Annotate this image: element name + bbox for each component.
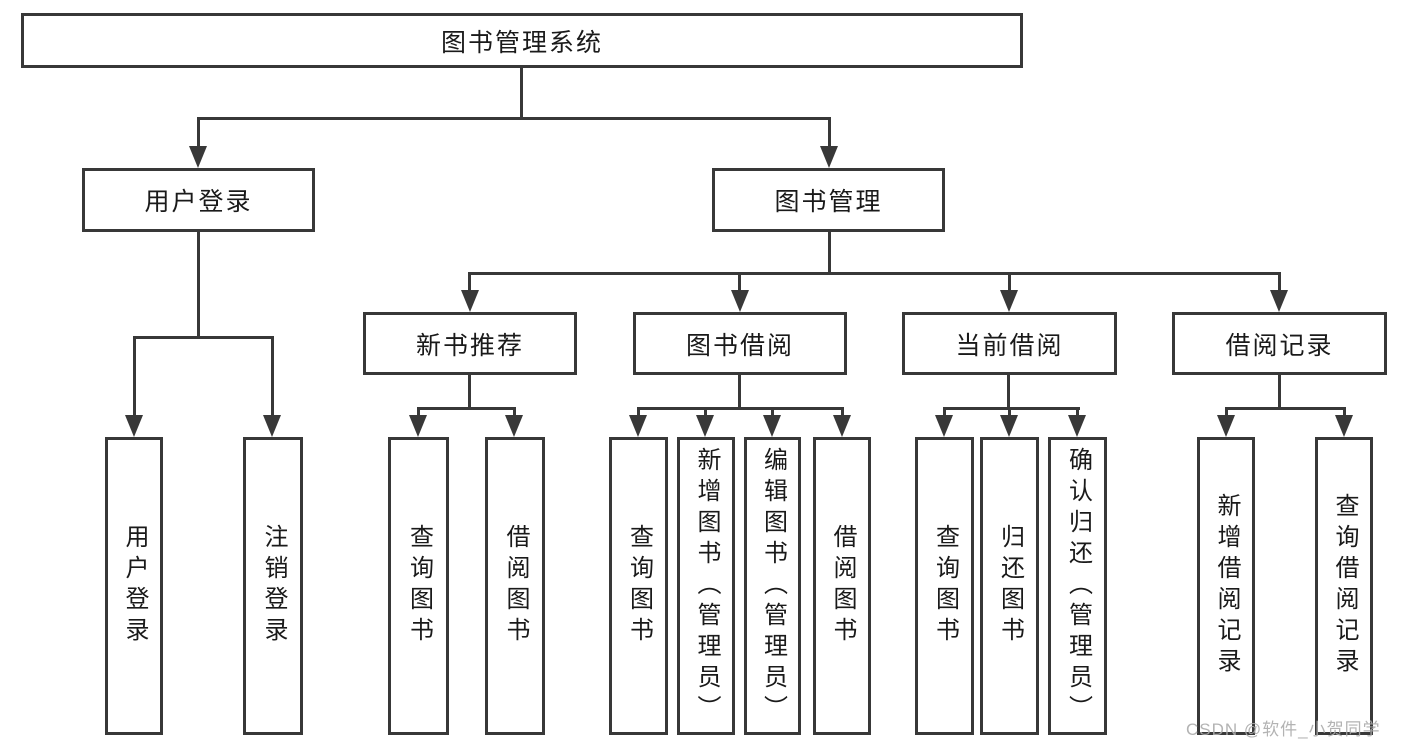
- leaf-query-books-recommend: 查询图书: [388, 437, 449, 735]
- connector-line: [771, 407, 774, 419]
- connector-line: [943, 407, 946, 419]
- node-book-borrowing: 图书借阅: [633, 312, 847, 375]
- leaf-label: 查询图书: [931, 524, 959, 648]
- arrowhead-down-icon: [629, 415, 647, 437]
- connector-line: [1008, 407, 1011, 419]
- connector-line: [1278, 375, 1281, 409]
- connector-line: [1225, 407, 1345, 410]
- leaf-edit-books-admin: 编辑图书（管理员）: [744, 437, 801, 735]
- arrowhead-down-icon: [1270, 290, 1288, 312]
- arrowhead-down-icon: [461, 290, 479, 312]
- connector-line: [133, 336, 274, 339]
- arrowhead-down-icon: [1217, 415, 1235, 437]
- connector-line: [197, 232, 200, 338]
- node-current-borrowing: 当前借阅: [902, 312, 1117, 375]
- leaf-return-books: 归还图书: [980, 437, 1039, 735]
- arrowhead-down-icon: [263, 415, 281, 437]
- arrowhead-down-icon: [125, 415, 143, 437]
- node-label: 借阅记录: [1225, 331, 1334, 360]
- leaf-label: 确认归还（管理员）: [1064, 446, 1092, 726]
- arrowhead-down-icon: [763, 415, 781, 437]
- node-label: 图书借阅: [685, 331, 794, 360]
- connector-line: [828, 117, 831, 150]
- arrowhead-down-icon: [820, 146, 838, 168]
- connector-line: [133, 336, 136, 418]
- connector-line: [1225, 407, 1228, 419]
- arrowhead-down-icon: [833, 415, 851, 437]
- leaf-label: 查询借阅记录: [1331, 493, 1358, 679]
- node-book-management: 图书管理: [712, 168, 945, 232]
- leaf-label: 归还图书: [996, 524, 1024, 648]
- leaf-label: 借阅图书: [829, 524, 856, 648]
- connector-line: [468, 375, 471, 409]
- connector-line: [468, 272, 471, 292]
- leaf-query-books-borrowing: 查询图书: [609, 437, 668, 735]
- connector-line: [271, 336, 274, 418]
- connector-line: [1076, 407, 1079, 419]
- leaf-label: 新增借阅记录: [1213, 493, 1240, 679]
- node-user-login-group: 用户登录: [82, 168, 315, 232]
- leaf-user-login: 用户登录: [105, 437, 163, 735]
- leaf-label: 查询图书: [405, 524, 433, 648]
- connector-line: [637, 407, 640, 419]
- leaf-borrow-books-recommend: 借阅图书: [485, 437, 545, 735]
- arrowhead-down-icon: [935, 415, 953, 437]
- leaf-query-borrow-record: 查询借阅记录: [1315, 437, 1373, 735]
- connector-line: [738, 375, 741, 409]
- arrowhead-down-icon: [505, 415, 523, 437]
- connector-line: [943, 407, 1080, 410]
- connector-line: [637, 407, 844, 410]
- leaf-label: 借阅图书: [502, 524, 529, 648]
- leaf-label: 新增图书（管理员）: [693, 446, 720, 726]
- node-label: 当前借阅: [955, 331, 1064, 360]
- connector-line: [197, 117, 200, 150]
- arrowhead-down-icon: [696, 415, 714, 437]
- leaf-confirm-return-admin: 确认归还（管理员）: [1048, 437, 1107, 735]
- leaf-borrow-books-borrowing: 借阅图书: [813, 437, 871, 735]
- leaf-label: 注销登录: [260, 524, 287, 648]
- arrowhead-down-icon: [1000, 290, 1018, 312]
- connector-line: [841, 407, 844, 419]
- connector-line: [417, 407, 516, 410]
- connector-line: [1008, 272, 1011, 292]
- leaf-query-books-current: 查询图书: [915, 437, 974, 735]
- connector-line: [520, 68, 523, 119]
- leaf-add-books-admin: 新增图书（管理员）: [677, 437, 735, 735]
- leaf-label: 编辑图书（管理员）: [759, 446, 787, 726]
- node-label: 图书管理系统: [440, 28, 603, 57]
- arrowhead-down-icon: [731, 290, 749, 312]
- connector-line: [704, 407, 707, 419]
- node-label: 用户登录: [144, 188, 253, 216]
- node-borrowing-records: 借阅记录: [1172, 312, 1387, 375]
- arrowhead-down-icon: [1335, 415, 1353, 437]
- node-label: 新书推荐: [415, 331, 524, 360]
- connector-line: [197, 117, 831, 120]
- leaf-logout: 注销登录: [243, 437, 303, 735]
- leaf-label: 用户登录: [121, 524, 148, 648]
- connector-line: [468, 272, 1281, 275]
- connector-line: [828, 232, 831, 274]
- connector-line: [513, 407, 516, 419]
- connector-line: [1343, 407, 1346, 419]
- node-label: 图书管理: [774, 188, 883, 216]
- arrowhead-down-icon: [189, 146, 207, 168]
- arrowhead-down-icon: [409, 415, 427, 437]
- csdn-watermark: CSDN @软件_小贺同学: [1186, 720, 1381, 739]
- connector-line: [738, 272, 741, 292]
- leaf-add-borrow-record: 新增借阅记录: [1197, 437, 1255, 735]
- node-new-book-recommendation: 新书推荐: [363, 312, 577, 375]
- arrowhead-down-icon: [1000, 415, 1018, 437]
- connector-line: [417, 407, 420, 419]
- node-library-management-system: 图书管理系统: [21, 13, 1023, 68]
- connector-line: [1007, 375, 1010, 409]
- arrowhead-down-icon: [1068, 415, 1086, 437]
- connector-line: [1278, 272, 1281, 292]
- leaf-label: 查询图书: [625, 524, 653, 648]
